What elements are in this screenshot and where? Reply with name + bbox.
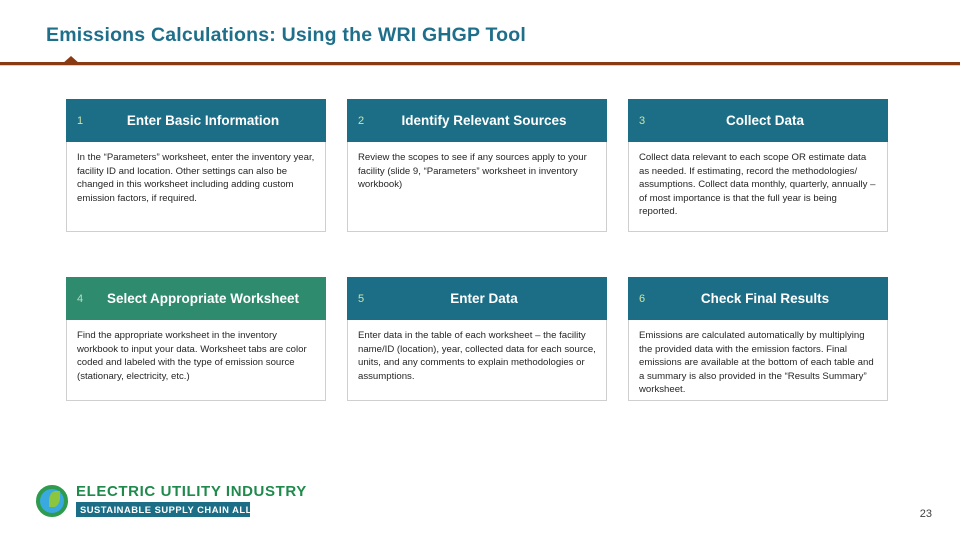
step-card-5-header: 5 Enter Data — [347, 277, 607, 320]
triangle-marker-icon — [62, 56, 80, 64]
title-divider-secondary — [0, 65, 960, 66]
step-number-3: 3 — [638, 114, 646, 127]
step-number-6: 6 — [638, 292, 646, 305]
step-card-5[interactable]: 5 Enter Data Enter data in the table of … — [347, 277, 607, 401]
logo-line-1: ELECTRIC UTILITY INDUSTRY — [76, 483, 307, 500]
step-title-1: Enter Basic Information — [126, 112, 280, 128]
step-title-3: Collect Data — [725, 112, 805, 128]
steps-row-2: 4 Select Appropriate Worksheet Find the … — [66, 277, 890, 401]
step-title-6: Check Final Results — [700, 290, 830, 306]
step-body-2: Review the scopes to see if any sources … — [347, 142, 607, 232]
step-body-3: Collect data relevant to each scope OR e… — [628, 142, 888, 232]
organization-logo: ELECTRIC UTILITY INDUSTRY SUSTAINABLE SU… — [34, 482, 307, 520]
title-divider — [0, 62, 960, 65]
step-title-5: Enter Data — [450, 290, 518, 306]
step-card-6[interactable]: 6 Check Final Results Emissions are calc… — [628, 277, 888, 401]
steps-grid: 1 Enter Basic Information In the “Parame… — [66, 99, 890, 401]
step-card-3[interactable]: 3 Collect Data Collect data relevant to … — [628, 99, 888, 232]
step-card-6-header: 6 Check Final Results — [628, 277, 888, 320]
step-number-2: 2 — [357, 114, 365, 127]
globe-leaf-icon — [34, 483, 70, 519]
step-card-4[interactable]: 4 Select Appropriate Worksheet Find the … — [66, 277, 326, 401]
leaf-shape-icon — [49, 491, 60, 507]
step-card-1-header: 1 Enter Basic Information — [66, 99, 326, 142]
step-body-5: Enter data in the table of each workshee… — [347, 320, 607, 401]
step-body-6: Emissions are calculated automatically b… — [628, 320, 888, 401]
step-body-4: Find the appropriate worksheet in the in… — [66, 320, 326, 401]
logo-line-2: SUSTAINABLE SUPPLY CHAIN ALLIANCE — [76, 502, 283, 517]
step-card-3-header: 3 Collect Data — [628, 99, 888, 142]
step-title-2: Identify Relevant Sources — [401, 112, 567, 128]
step-card-4-header: 4 Select Appropriate Worksheet — [66, 277, 326, 320]
step-body-1: In the “Parameters” worksheet, enter the… — [66, 142, 326, 232]
step-card-2[interactable]: 2 Identify Relevant Sources Review the s… — [347, 99, 607, 232]
step-card-1[interactable]: 1 Enter Basic Information In the “Parame… — [66, 99, 326, 232]
page-title: Emissions Calculations: Using the WRI GH… — [46, 24, 526, 46]
logo-text: ELECTRIC UTILITY INDUSTRY SUSTAINABLE SU… — [76, 482, 307, 517]
step-card-2-header: 2 Identify Relevant Sources — [347, 99, 607, 142]
step-title-4: Select Appropriate Worksheet — [106, 290, 300, 306]
step-number-5: 5 — [357, 292, 365, 305]
page-number: 23 — [919, 508, 932, 520]
step-number-1: 1 — [76, 114, 84, 127]
steps-row-1: 1 Enter Basic Information In the “Parame… — [66, 99, 890, 232]
step-number-4: 4 — [76, 292, 84, 305]
